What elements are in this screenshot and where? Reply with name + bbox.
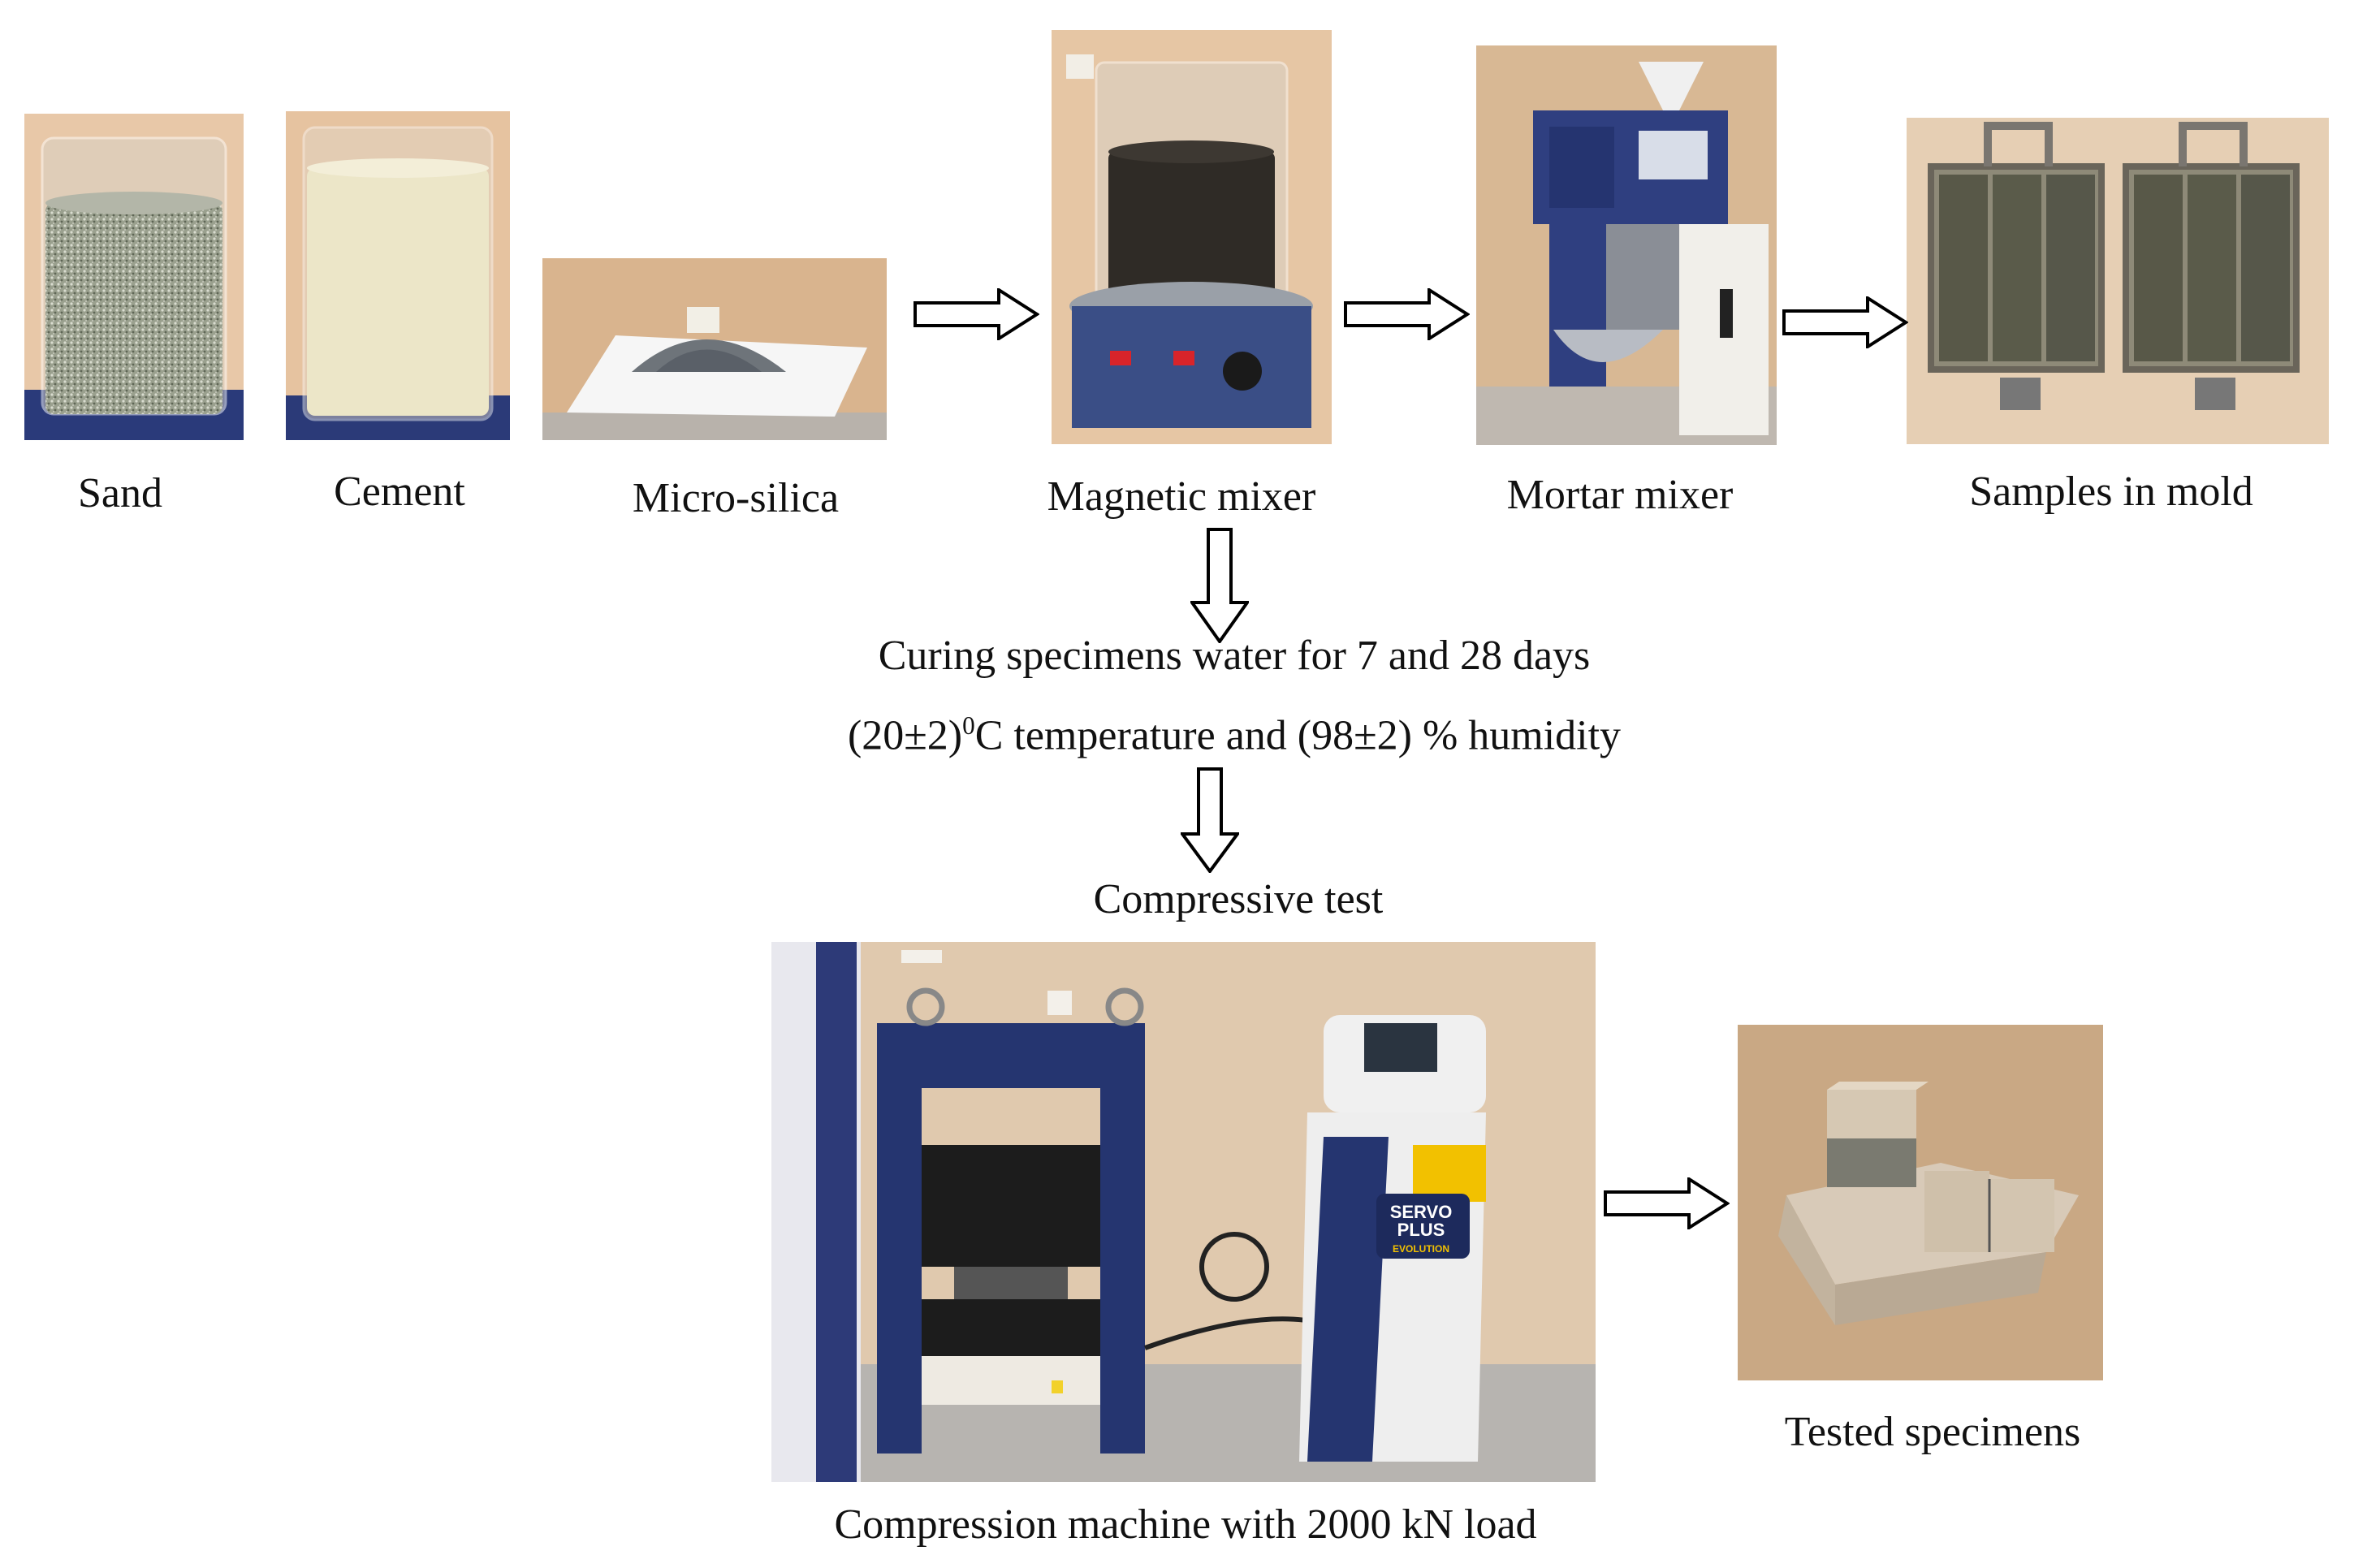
curing-line-2-pre: (20±2) bbox=[847, 712, 963, 759]
arrow-right-icon bbox=[1782, 296, 1908, 348]
arrow-right-icon bbox=[914, 288, 1039, 340]
brand-line-2: PLUS bbox=[1397, 1220, 1445, 1240]
sand-label: Sand bbox=[78, 470, 162, 516]
compressive-test-label: Compressive test bbox=[1093, 876, 1384, 922]
compression-machine-photo: SERVO PLUS EVOLUTION bbox=[771, 942, 1596, 1482]
samples-in-mold-label: Samples in mold bbox=[1969, 469, 2253, 515]
micro-silica-label: Micro-silica bbox=[632, 475, 840, 521]
cement-photo bbox=[286, 111, 510, 440]
curing-line-2-post: C temperature and (98±2) % humidity bbox=[974, 712, 1622, 759]
magnetic-mixer-photo bbox=[1052, 30, 1332, 444]
curing-line-2: (20±2)0C temperature and (98±2) % humidi… bbox=[848, 713, 1621, 757]
samples-in-mold-photo bbox=[1907, 118, 2329, 444]
curing-line-2-sup: 0 bbox=[962, 711, 975, 740]
curing-line-1: Curing specimens water for 7 and 28 days bbox=[878, 633, 1591, 679]
mortar-mixer-photo bbox=[1476, 45, 1777, 445]
brand-line-3: EVOLUTION bbox=[1393, 1243, 1449, 1255]
arrow-down-icon bbox=[1181, 767, 1239, 873]
tested-specimens-photo bbox=[1738, 1025, 2103, 1380]
compression-machine-label: Compression machine with 2000 kN load bbox=[834, 1501, 1537, 1548]
cement-label: Cement bbox=[334, 469, 465, 515]
tested-specimens-label: Tested specimens bbox=[1784, 1409, 2081, 1455]
micro-silica-photo bbox=[542, 258, 887, 440]
sand-photo bbox=[24, 114, 244, 440]
brand-line-1: SERVO bbox=[1390, 1202, 1453, 1222]
magnetic-mixer-label: Magnetic mixer bbox=[1047, 473, 1316, 520]
arrow-right-icon bbox=[1604, 1177, 1730, 1229]
arrow-down-icon bbox=[1190, 528, 1249, 643]
mortar-mixer-label: Mortar mixer bbox=[1506, 472, 1734, 518]
arrow-right-icon bbox=[1344, 288, 1470, 340]
